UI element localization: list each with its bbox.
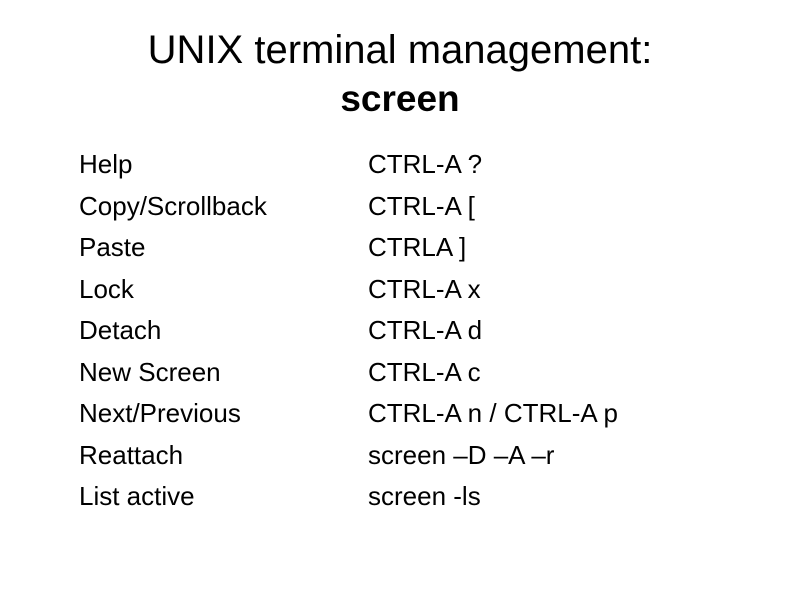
command-action: Detach [79, 315, 162, 346]
command-action: Paste [79, 232, 146, 263]
command-row-lock: Lock CTRL-A x [79, 269, 618, 311]
command-row-reattach: Reattach screen –D –A –r [79, 435, 618, 477]
command-row-paste: Paste CTRLA ] [79, 227, 618, 269]
command-keys: CTRL-A d [368, 315, 483, 346]
command-keys: CTRL-A ? [368, 149, 483, 180]
command-row-detach: Detach CTRL-A d [79, 310, 618, 352]
slide-title: UNIX terminal management: screen [0, 26, 800, 124]
title-line-main: UNIX terminal management: [147, 28, 653, 72]
command-keys: CTRL-A x [368, 273, 481, 304]
command-action: Reattach [79, 439, 184, 470]
command-keys: CTRLA ] [368, 232, 467, 263]
title-line-subject: screen [340, 78, 460, 119]
command-action: List active [79, 481, 195, 512]
command-keys: screen -ls [368, 481, 481, 512]
command-row-new-screen: New Screen CTRL-A c [79, 352, 618, 394]
command-row-help: Help CTRL-A ? [79, 144, 618, 186]
command-list: Help CTRL-A ? Copy/Scrollback CTRL-A [ P… [79, 144, 618, 518]
command-row-next-previous: Next/Previous CTRL-A n / CTRL-A p [79, 393, 618, 435]
command-keys: CTRL-A [ [368, 190, 475, 221]
command-keys: screen –D –A –r [368, 439, 555, 470]
command-action: New Screen [79, 356, 221, 387]
command-action: Help [79, 149, 133, 180]
command-row-copy-scrollback: Copy/Scrollback CTRL-A [ [79, 186, 618, 228]
command-action: Lock [79, 273, 134, 304]
command-row-list-active: List active screen -ls [79, 476, 618, 518]
command-action: Copy/Scrollback [79, 190, 267, 221]
command-keys: CTRL-A c [368, 356, 481, 387]
command-keys: CTRL-A n / CTRL-A p [368, 398, 618, 429]
command-action: Next/Previous [79, 398, 241, 429]
